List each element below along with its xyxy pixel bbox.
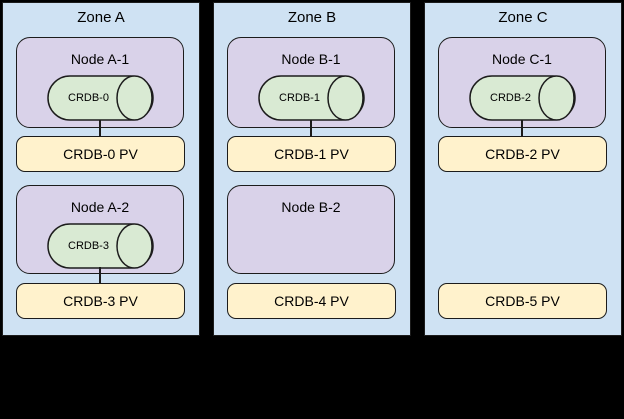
crdb-1-cylinder-label: CRDB-1 [279, 92, 320, 104]
crdb-1-cylinder: CRDB-1 [258, 75, 365, 121]
crdb-0-cylinder: CRDB-0 [47, 75, 154, 121]
zone-c: Zone C Node C-1 CRDB-2 CRDB-2 PV CRDB-5 … [424, 2, 622, 336]
crdb-3-cylinder: CRDB-3 [47, 223, 154, 269]
database-cylinder-icon [47, 75, 154, 121]
database-cylinder-icon [258, 75, 365, 121]
crdb-5-pv: CRDB-5 PV [438, 283, 607, 319]
crdb-3-cylinder-label: CRDB-3 [68, 240, 109, 252]
node-a-1-label: Node A-1 [70, 51, 130, 67]
crdb-5-pv-label: CRDB-5 PV [485, 293, 560, 309]
crdb-0-pv-label: CRDB-0 PV [63, 146, 138, 162]
crdb-2-pv-label: CRDB-2 PV [485, 146, 560, 162]
crdb-1-pv: CRDB-1 PV [227, 136, 396, 172]
crdb-2-cylinder-label: CRDB-2 [490, 92, 531, 104]
zone-a-label: Zone A [77, 9, 125, 26]
crdb-4-pv-label: CRDB-4 PV [274, 293, 349, 309]
crdb-0-pv: CRDB-0 PV [16, 136, 185, 172]
crdb-0-cylinder-label: CRDB-0 [68, 92, 109, 104]
zone-b: Zone B Node B-1 CRDB-1 CRDB-1 PV Node B-… [213, 2, 411, 336]
crdb-3-pv-label: CRDB-3 PV [63, 293, 138, 309]
crdb-3-pv: CRDB-3 PV [16, 283, 185, 319]
node-b-2: Node B-2 [227, 185, 395, 274]
node-a-2-label: Node A-2 [70, 199, 130, 215]
crdb-2-cylinder: CRDB-2 [469, 75, 576, 121]
node-b-1-pv-connector-line [310, 120, 312, 136]
database-cylinder-icon [47, 223, 154, 269]
node-a-2-pv-connector-line [99, 267, 101, 283]
node-a-1-pv-connector-line [99, 120, 101, 136]
zone-c-label: Zone C [498, 9, 548, 26]
node-c-1-pv-connector-line [521, 120, 523, 136]
crdb-1-pv-label: CRDB-1 PV [274, 146, 349, 162]
node-c-1-label: Node C-1 [492, 51, 552, 67]
node-b-1-label: Node B-1 [281, 51, 341, 67]
zone-a: Zone A Node A-1 CRDB-0 CRDB-0 PV Node A-… [2, 2, 200, 336]
crdb-4-pv: CRDB-4 PV [227, 283, 396, 319]
zone-b-label: Zone B [287, 9, 337, 26]
crdb-2-pv: CRDB-2 PV [438, 136, 607, 172]
node-b-2-label: Node B-2 [281, 199, 341, 215]
